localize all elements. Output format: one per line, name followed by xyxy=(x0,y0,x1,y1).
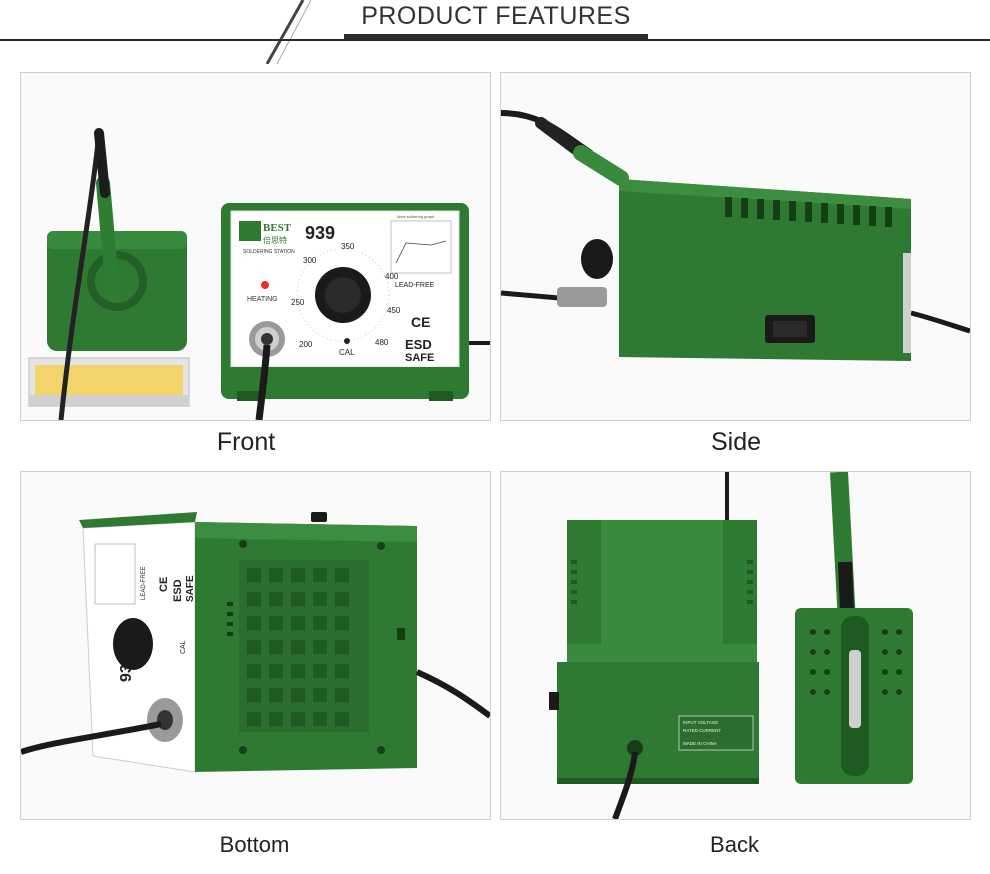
title-underbar-gap xyxy=(344,41,648,43)
iron-connector xyxy=(557,287,607,307)
brand-logo xyxy=(239,221,261,241)
title-underbar xyxy=(344,34,648,41)
vent-slots xyxy=(725,197,892,227)
bottom-view-illustration: 939 ESD SAFE CE LEAD-FREE CAL xyxy=(21,512,490,773)
scale-350: 350 xyxy=(341,242,355,251)
cal-label: CAL xyxy=(180,640,187,654)
heating-label: HEATING xyxy=(247,296,278,303)
iron-handle xyxy=(94,128,110,198)
rating-label xyxy=(678,715,754,751)
station-body xyxy=(619,179,911,361)
section-header: PRODUCT FEATURES xyxy=(0,0,990,64)
back-view-illustration: INPUT VOLTAGE RATED CURRENT MADE IN CHIN… xyxy=(549,472,913,819)
lead-free-label: LEAD-FREE xyxy=(141,566,147,600)
cleaning-sponge xyxy=(35,365,183,395)
caption-side: Side xyxy=(710,428,762,456)
input-voltage-label: INPUT VOLTAGE xyxy=(683,720,718,725)
cal-screw xyxy=(344,338,350,344)
scale-200: 200 xyxy=(299,340,313,349)
ce-mark: CE xyxy=(411,314,430,330)
soldering-graph xyxy=(390,220,452,274)
esd-mark: ESD xyxy=(172,579,184,602)
brand-name: BEST xyxy=(263,222,292,234)
safe-mark: SAFE xyxy=(405,352,434,364)
cal-label: CAL xyxy=(339,348,355,357)
front-view-image: BEST 倍思特 939 SOLDERING STATION Ideal sol… xyxy=(20,72,491,421)
safe-mark: SAFE xyxy=(185,575,196,602)
soldering-graph xyxy=(94,543,136,605)
scale-480: 480 xyxy=(375,338,389,347)
iron-grip xyxy=(535,117,587,159)
page-title: PRODUCT FEATURES xyxy=(344,2,648,31)
side-view-illustration xyxy=(501,110,970,361)
bottom-view-image: 939 ESD SAFE CE LEAD-FREE CAL xyxy=(20,471,491,820)
caption-front: Front xyxy=(216,428,276,456)
model-number: 939 xyxy=(305,223,335,243)
made-in-label: MADE IN CHINA xyxy=(683,741,717,746)
power-cord-inlet xyxy=(627,740,643,756)
iron-tip xyxy=(849,650,861,728)
brand-name-cn: 倍思特 xyxy=(263,235,287,245)
graph-label: Ideal soldering graph xyxy=(397,214,434,219)
temperature-knob[interactable] xyxy=(113,618,153,670)
scale-300: 300 xyxy=(303,256,317,265)
caption-back: Back xyxy=(710,832,759,857)
scale-450: 450 xyxy=(387,306,401,315)
power-switch[interactable] xyxy=(311,512,327,522)
esd-mark: ESD xyxy=(405,337,432,352)
scale-400: 400 xyxy=(385,272,399,281)
temperature-knob[interactable] xyxy=(581,239,613,279)
decorative-stroke xyxy=(265,0,312,64)
heating-led xyxy=(261,281,269,289)
scale-250: 250 xyxy=(291,298,305,307)
caption-bottom: Bottom xyxy=(219,832,290,857)
back-view-image: INPUT VOLTAGE RATED CURRENT MADE IN CHIN… xyxy=(500,471,971,820)
ce-mark: CE xyxy=(158,577,170,592)
rated-current-label: RATED CURRENT xyxy=(683,728,721,733)
station-subtitle: SOLDERING STATION xyxy=(243,249,295,255)
side-view-image xyxy=(500,72,971,421)
front-view-illustration: BEST 倍思特 939 SOLDERING STATION Ideal sol… xyxy=(28,128,490,420)
lead-free-label: LEAD-FREE xyxy=(395,282,435,289)
